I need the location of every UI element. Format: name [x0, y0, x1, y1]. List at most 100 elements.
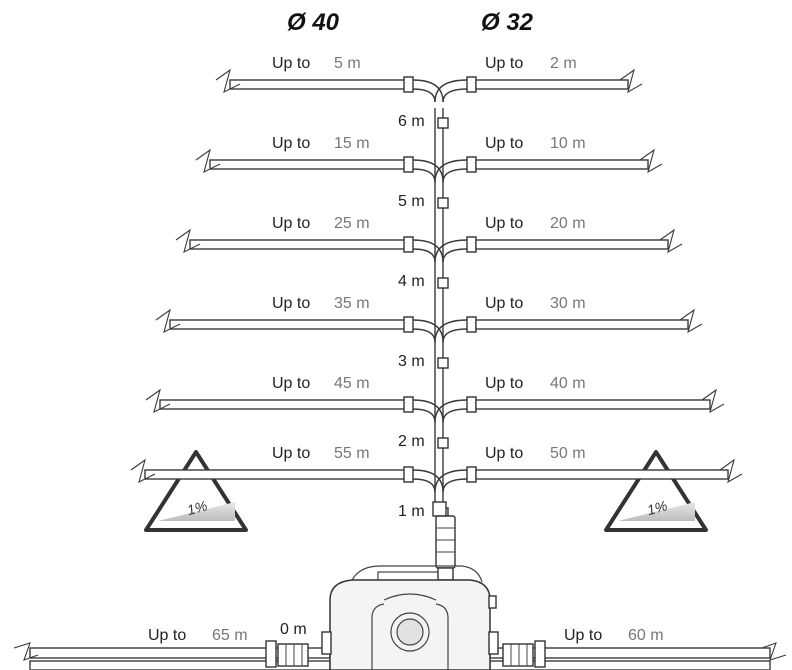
slope-label-left: 1%	[185, 497, 209, 518]
right-elbow	[434, 159, 468, 183]
ground-height-label: 0 m	[280, 621, 307, 638]
riser-coupling	[437, 277, 449, 289]
left-coupling	[403, 396, 414, 413]
right-coupling	[466, 236, 477, 253]
right-length-prefix: Up to	[485, 135, 523, 152]
left-coupling	[403, 156, 414, 173]
left-elbow	[412, 399, 444, 423]
right-pipe	[475, 159, 649, 170]
right-pipe	[475, 469, 729, 480]
branch-level: 4 m Up to 25 m Up to 20 m	[175, 215, 683, 290]
left-coupling	[403, 466, 414, 483]
pump-unit	[321, 565, 499, 670]
riser-coupling	[437, 357, 449, 369]
right-coupling	[466, 466, 477, 483]
right-length-value: 30 m	[550, 295, 586, 312]
right-pipe-break	[659, 228, 683, 254]
branch-level: 5 m Up to 15 m Up to 10 m	[195, 135, 663, 210]
right-length-prefix: Up to	[485, 445, 523, 462]
right-pipe-break	[679, 308, 703, 334]
left-length-prefix: Up to	[272, 135, 310, 152]
left-pipe-break	[130, 458, 156, 484]
right-pipe-break	[719, 458, 743, 484]
ground-pipe-left	[13, 640, 331, 670]
right-pipe	[475, 79, 629, 90]
right-length-value: 40 m	[550, 375, 586, 392]
left-pipe-break	[145, 388, 171, 414]
riser-coupling	[437, 117, 449, 129]
right-length-prefix: Up to	[485, 215, 523, 232]
left-pipe	[209, 159, 411, 170]
slope-warning-right: 1%	[604, 450, 708, 532]
left-elbow	[412, 239, 444, 263]
left-elbow	[412, 79, 444, 103]
left-pipe-break	[195, 148, 221, 174]
right-pipe	[475, 239, 669, 250]
check-valve	[432, 501, 456, 581]
left-length-prefix: Up to	[272, 445, 310, 462]
right-pipe-break	[639, 148, 663, 174]
left-length-prefix: Up to	[272, 55, 310, 72]
right-diameter-header: Ø 32	[481, 9, 534, 36]
height-label: 3 m	[398, 353, 425, 370]
ground-right-prefix: Up to	[564, 627, 602, 644]
slope-warning-left: 1%	[144, 450, 248, 532]
right-coupling	[466, 396, 477, 413]
right-length-prefix: Up to	[485, 375, 523, 392]
ground-right-length: 60 m	[628, 627, 664, 644]
height-label: 4 m	[398, 273, 425, 290]
ground-left-prefix: Up to	[148, 627, 186, 644]
left-pipe	[229, 79, 411, 90]
height-label: 5 m	[398, 193, 425, 210]
left-coupling	[403, 236, 414, 253]
left-length-value: 55 m	[334, 445, 370, 462]
left-coupling	[403, 316, 414, 333]
branch-level: 3 m Up to 35 m Up to 30 m	[155, 295, 703, 370]
left-pipe-break	[215, 68, 241, 94]
slope-label-right: 1%	[645, 497, 669, 518]
height-label: 1 m	[398, 503, 425, 520]
left-elbow	[412, 469, 444, 493]
right-pipe	[475, 319, 689, 330]
height-label: 6 m	[398, 113, 425, 130]
ground-left-label: Up to 65 m	[148, 627, 248, 644]
left-length-value: 45 m	[334, 375, 370, 392]
left-pipe-break	[175, 228, 201, 254]
riser-coupling	[437, 197, 449, 209]
left-pipe-break	[155, 308, 181, 334]
right-pipe-break	[701, 388, 725, 414]
left-length-prefix: Up to	[272, 295, 310, 312]
ground-left-length: 65 m	[212, 627, 248, 644]
right-elbow	[434, 469, 468, 493]
right-length-value: 10 m	[550, 135, 586, 152]
right-length-value: 50 m	[550, 445, 586, 462]
right-length-prefix: Up to	[485, 295, 523, 312]
left-length-value: 35 m	[334, 295, 370, 312]
vertical-riser-pipe	[434, 108, 444, 502]
right-pipe	[475, 399, 711, 410]
left-pipe	[144, 469, 411, 480]
left-length-prefix: Up to	[272, 215, 310, 232]
right-elbow	[434, 399, 468, 423]
left-length-value: 5 m	[334, 55, 361, 72]
right-coupling	[466, 316, 477, 333]
left-length-value: 25 m	[334, 215, 370, 232]
left-length-prefix: Up to	[272, 375, 310, 392]
left-diameter-header: Ø 40	[287, 9, 340, 36]
right-pipe-break	[619, 68, 643, 94]
branch-level: 1 m Up to 55 m Up to 50 m	[130, 445, 743, 520]
left-elbow	[412, 319, 444, 343]
right-length-value: 20 m	[550, 215, 586, 232]
left-pipe	[169, 319, 411, 330]
left-length-value: 15 m	[334, 135, 370, 152]
right-elbow	[434, 239, 468, 263]
ground-right-label: Up to 60 m	[564, 627, 664, 644]
right-length-prefix: Up to	[485, 55, 523, 72]
ground-pipe-right	[489, 640, 787, 670]
left-pipe	[189, 239, 411, 250]
right-coupling	[466, 76, 477, 93]
